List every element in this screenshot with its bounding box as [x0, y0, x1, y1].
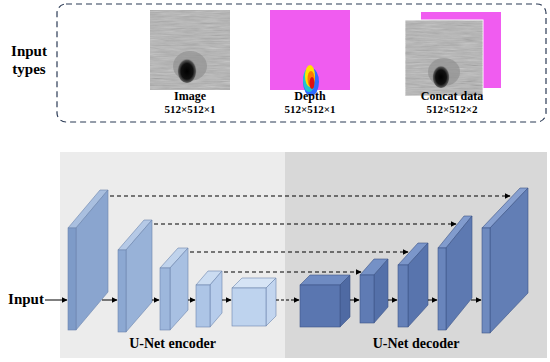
input-arrow — [45, 300, 67, 301]
node-title: U-Net decoder — [373, 335, 460, 352]
encoder-panel — [60, 152, 285, 358]
decoder-panel — [285, 152, 547, 358]
skip-connections — [110, 196, 510, 272]
node-title: Image — [174, 89, 206, 103]
node-title: Depth — [294, 89, 325, 103]
encoder-blocks — [68, 190, 276, 332]
concat-input: Concat data512×512×2 — [384, 8, 520, 118]
node-subtitle: 512×512×1 — [164, 103, 215, 116]
node-subtitle: 512×512×1 — [284, 103, 335, 116]
image-tile — [150, 10, 230, 90]
concat-tile — [405, 12, 501, 96]
depth-tile — [270, 10, 350, 96]
node-subtitle: 512×512×2 — [426, 103, 477, 116]
encoder-panel: U-Net encoder — [60, 152, 285, 358]
forward-arrows — [102, 300, 481, 301]
decoder-blocks — [300, 188, 528, 333]
decoder-panel: U-Net decoder — [285, 152, 547, 358]
node-title: Concat data — [421, 89, 483, 103]
node-title: U-Net encoder — [129, 335, 216, 352]
dashed-panel — [57, 4, 546, 122]
depth-input: Depth512×512×1 — [250, 8, 370, 118]
image-input: Image512×512×1 — [130, 8, 250, 118]
input-types-label: Input types — [1, 42, 57, 78]
input-label: Input — [4, 290, 48, 308]
